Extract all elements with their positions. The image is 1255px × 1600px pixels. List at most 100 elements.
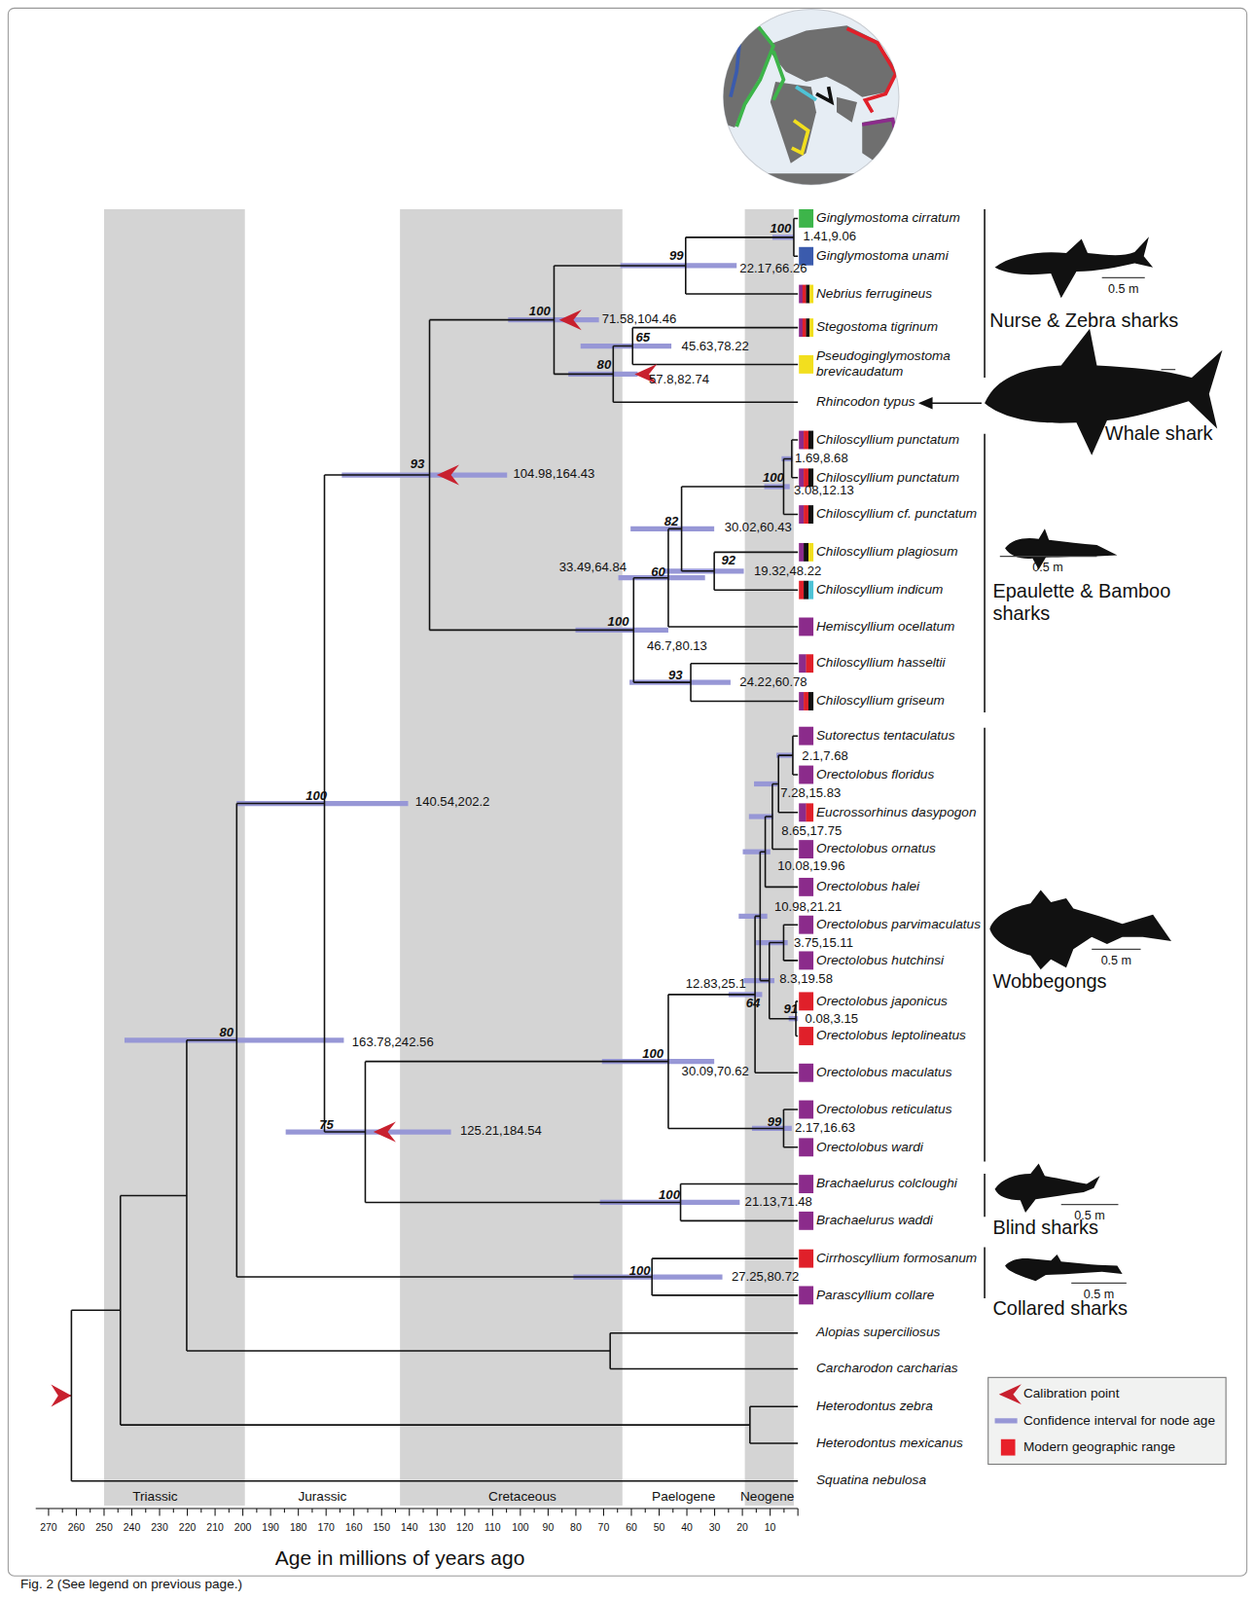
axis-title: Age in millions of years ago — [275, 1545, 526, 1570]
species-name: Stegostoma tigrinum — [816, 320, 938, 336]
tick-label: 110 — [484, 1521, 502, 1534]
species-name: Orectolobus parvimaculatus — [816, 916, 981, 933]
range-box — [798, 1249, 814, 1268]
axis-tick — [408, 1507, 410, 1515]
axis-tick — [200, 1507, 202, 1512]
species-name: Ginglymostoma unami — [816, 248, 949, 264]
species-name: Alopias superciliosus — [816, 1325, 940, 1341]
confidence-bar — [743, 849, 771, 855]
species-name: Squatina nebulosa — [816, 1472, 927, 1489]
support-value: 60 — [650, 565, 666, 580]
axis-tick — [186, 1507, 188, 1515]
species-name: Chiloscyllium cf. punctatum — [816, 506, 977, 523]
node-age: 10.08,19.96 — [777, 859, 845, 874]
node-age: 0.08,3.15 — [804, 1010, 859, 1026]
range-box — [798, 1026, 814, 1045]
node-age: 104.98,164.43 — [513, 466, 596, 481]
node-age: 10.98,21.21 — [774, 899, 842, 915]
tick-label: 50 — [653, 1521, 666, 1534]
axis-tick — [519, 1507, 521, 1515]
range-box — [798, 915, 814, 934]
range-box — [798, 542, 804, 562]
legend-text: Modern geographic range — [1023, 1438, 1176, 1455]
legend-text: Confidence interval for node age — [1023, 1412, 1216, 1429]
legend-arrow — [999, 1383, 1022, 1404]
support-value: 99 — [669, 249, 684, 264]
group-name: Whale shark — [1105, 422, 1214, 445]
axis-tick — [658, 1507, 660, 1515]
range-box — [798, 691, 804, 711]
species-name: Parascyllium collare — [816, 1287, 934, 1303]
range-box — [798, 617, 814, 637]
axis-tick — [103, 1507, 105, 1515]
species-name: Chiloscyllium punctatum — [816, 469, 960, 486]
legend-line — [995, 1417, 1018, 1423]
legend-text: Calibration point — [1023, 1386, 1120, 1402]
node-age: 3.08,12.13 — [793, 483, 855, 499]
axis-tick — [325, 1507, 327, 1515]
calibration-arrow — [436, 465, 460, 486]
period-bands — [104, 209, 794, 1506]
axis-tick — [492, 1507, 494, 1515]
range-box — [809, 285, 814, 304]
axis-tick — [62, 1507, 64, 1512]
axis-tick — [270, 1507, 272, 1515]
period-name: Neogene — [740, 1489, 794, 1506]
support-value: 100 — [629, 1262, 651, 1278]
range-box — [809, 318, 814, 337]
tick-label: 20 — [736, 1521, 749, 1534]
group-brackets — [983, 209, 986, 1298]
range-box — [798, 580, 804, 600]
axis-tick — [131, 1507, 133, 1515]
range-box — [803, 542, 809, 562]
confidence-bar — [738, 913, 767, 919]
axis-tick — [89, 1507, 91, 1512]
range-box — [808, 430, 814, 450]
node-age: 140.54,202.2 — [415, 794, 491, 810]
range-box — [803, 504, 809, 524]
range-box — [808, 504, 814, 524]
calibration-arrow — [559, 309, 582, 330]
period-name: Paelogene — [651, 1489, 716, 1506]
range-box — [806, 318, 811, 337]
scale-label: 0.5 m — [1108, 283, 1139, 297]
support-value: 100 — [529, 303, 551, 319]
range-box — [798, 318, 803, 337]
axis-tick — [339, 1507, 341, 1512]
axis-tick — [423, 1507, 425, 1512]
axis-tick — [505, 1507, 507, 1512]
axis-tick — [255, 1507, 257, 1512]
axis-tick — [242, 1507, 244, 1515]
species-name: Orectolobus reticulatus — [816, 1101, 952, 1117]
node-age: 3.75,15.11 — [793, 935, 854, 951]
species-name: Nebrius ferrugineus — [816, 286, 933, 302]
tick-label: 240 — [123, 1521, 142, 1534]
axis-tick — [436, 1507, 438, 1515]
species-name: Chiloscyllium griseum — [816, 693, 945, 710]
species-name: Orectolobus japonicus — [816, 993, 948, 1009]
axis-tick — [783, 1507, 785, 1512]
support-value: 80 — [597, 358, 612, 373]
range-box — [798, 504, 804, 524]
axis-tick — [589, 1507, 591, 1512]
node-age: 27.25,80.72 — [731, 1268, 799, 1284]
tick-label: 70 — [598, 1521, 610, 1534]
tick-label: 120 — [456, 1521, 474, 1534]
range-box — [798, 950, 814, 969]
range-box — [798, 1100, 814, 1119]
range-box — [808, 580, 814, 600]
node-age: 125.21,184.54 — [460, 1123, 542, 1139]
support-value: 100 — [305, 788, 327, 804]
group-name: Nurse & Zebra sharks — [989, 309, 1179, 332]
axis-tick — [574, 1507, 576, 1515]
support-value: 80 — [219, 1025, 235, 1040]
support-value: 92 — [721, 552, 737, 568]
range-box — [798, 430, 804, 450]
support-value: 64 — [746, 995, 761, 1010]
axis-tick — [450, 1507, 452, 1512]
range-box — [798, 1063, 814, 1082]
species-name: Brachaelurus colcloughi — [816, 1176, 958, 1192]
node-age: 12.83,25.1 — [685, 975, 747, 991]
scale-label: 0.5 m — [1101, 954, 1132, 969]
support-value: 100 — [608, 613, 630, 629]
